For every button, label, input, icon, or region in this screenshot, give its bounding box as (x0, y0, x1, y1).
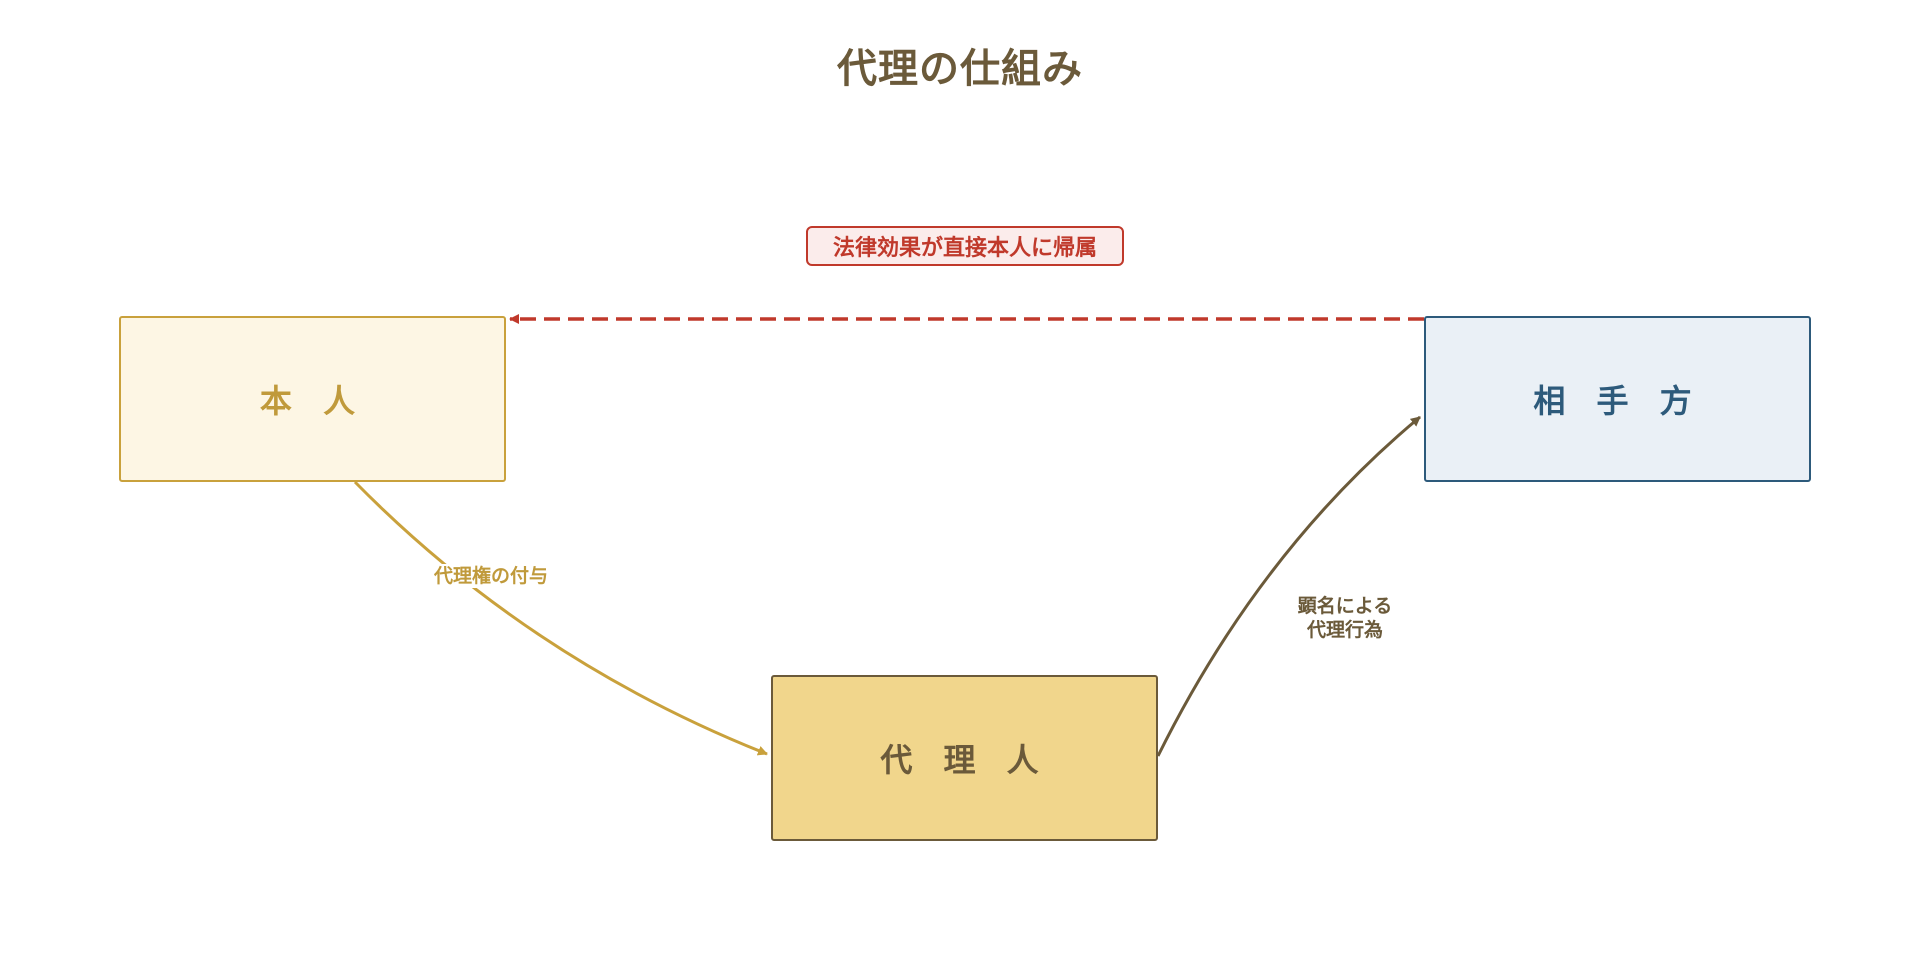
act-label: 顕名による 代理行為 (1297, 595, 1393, 641)
node-principal: 本 人 (119, 316, 506, 482)
edge-grant (353, 480, 768, 756)
node-agent: 代 理 人 (771, 675, 1158, 841)
edge-act (1156, 415, 1421, 757)
node-counterparty: 相 手 方 (1424, 316, 1811, 482)
diagram-title: 代理の仕組み (837, 46, 1083, 92)
grant-label: 代理権の付与 (416, 564, 566, 588)
effect-label: 法律効果が直接本人に帰属 (806, 226, 1124, 266)
